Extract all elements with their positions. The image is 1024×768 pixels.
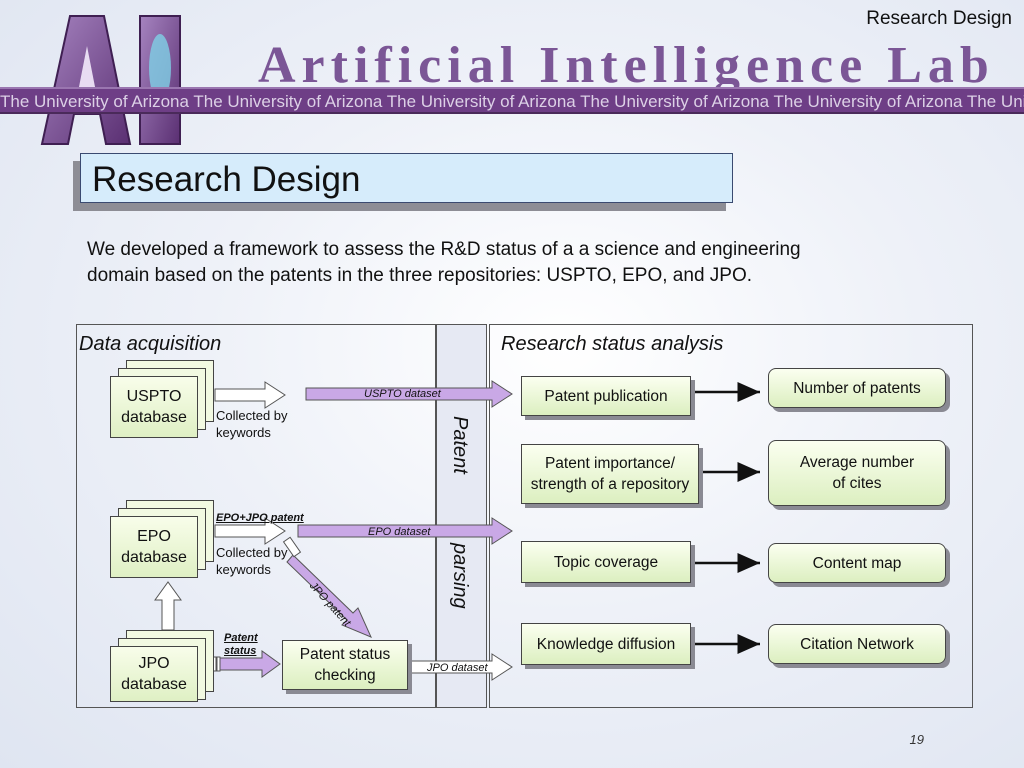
epo-dataset-arrow bbox=[297, 517, 513, 545]
uspto-collect-arrow bbox=[214, 381, 286, 409]
epo-jpo-patent-label: EPO+JPO patent bbox=[216, 512, 304, 524]
jpo-db-line-1: JPO bbox=[138, 655, 170, 672]
data-acquisition-panel bbox=[76, 324, 436, 708]
intro-line-1: We developed a framework to assess the R… bbox=[87, 239, 801, 260]
lab-title: Artificial Intelligence Lab bbox=[258, 37, 995, 94]
analysis-right-3: Content map bbox=[812, 554, 902, 572]
patent-status-line-2: status bbox=[224, 645, 257, 657]
status-check-line-2: checking bbox=[314, 667, 376, 684]
analysis-left-4: Knowledge diffusion bbox=[536, 635, 676, 653]
research-analysis-header: Research status analysis bbox=[501, 333, 724, 355]
analysis-left-2b: strength of a repository bbox=[530, 476, 690, 493]
analysis-left-3: Topic coverage bbox=[553, 553, 659, 571]
university-band: The University of Arizona The University… bbox=[0, 87, 1024, 114]
knowledge-diffusion-box: Knowledge diffusion bbox=[521, 623, 691, 665]
title-box bbox=[80, 153, 733, 203]
average-cites-box: Average number of cites bbox=[768, 440, 946, 506]
data-acquisition-header: Data acquisition bbox=[79, 333, 222, 355]
patent-status-checking: Patent status checking bbox=[282, 640, 408, 690]
analysis-right-1: Number of patents bbox=[793, 379, 921, 397]
epo-db-line-2: database bbox=[121, 549, 187, 566]
epo-dataset-label: EPO dataset bbox=[368, 526, 431, 538]
collected1-line-1: Collected by bbox=[216, 408, 288, 423]
jpo-database: JPO database bbox=[110, 646, 198, 702]
content-map-box: Content map bbox=[768, 543, 946, 583]
patent-status-line-1: Patent bbox=[224, 632, 258, 644]
analysis-left-2a: Patent importance/ bbox=[544, 455, 676, 472]
jpo-dataset-label: JPO dataset bbox=[427, 662, 488, 674]
citation-network-box: Citation Network bbox=[768, 624, 946, 664]
uspto-dataset-arrow bbox=[305, 380, 513, 408]
collected-by-keywords-2: Collected by keywords bbox=[216, 544, 288, 578]
jpo-db-line-2: database bbox=[121, 676, 187, 693]
parse-word-parsing: parsing bbox=[449, 543, 471, 609]
epo-db-line-1: EPO bbox=[137, 528, 171, 545]
analysis-left-1: Patent publication bbox=[544, 387, 668, 405]
intro-paragraph: We developed a framework to assess the R… bbox=[87, 237, 967, 289]
collected2-line-2: keywords bbox=[216, 562, 271, 577]
patent-status-label: Patent status bbox=[224, 632, 258, 658]
jpo-dataset-arrow bbox=[407, 653, 513, 681]
jpo-patent-arrow bbox=[286, 554, 372, 638]
uspto-database: USPTO database bbox=[110, 376, 198, 438]
intro-line-2: domain based on the patents in the three… bbox=[87, 265, 753, 286]
collected1-line-2: keywords bbox=[216, 425, 271, 440]
epo-collect-arrow bbox=[214, 517, 286, 545]
patent-importance-box: Patent importance/strength of a reposito… bbox=[521, 444, 699, 504]
page-number: 19 bbox=[909, 732, 924, 747]
uspto-db-line-1: USPTO bbox=[126, 388, 182, 405]
uspto-db-line-2: database bbox=[121, 409, 187, 426]
status-arrow bbox=[214, 650, 281, 678]
collected-by-keywords-1: Collected by keywords bbox=[216, 407, 288, 441]
parse-word-patent: Patent bbox=[449, 416, 471, 474]
section-title: Research Design bbox=[92, 160, 361, 199]
jpo-to-epo-arrow bbox=[154, 581, 182, 631]
analysis-right-2b: of cites bbox=[832, 475, 882, 492]
collected2-line-1: Collected by bbox=[216, 545, 288, 560]
patent-publication-box: Patent publication bbox=[521, 376, 691, 416]
epo-database: EPO database bbox=[110, 516, 198, 578]
analysis-right-2a: Average number bbox=[799, 454, 915, 471]
topic-coverage-box: Topic coverage bbox=[521, 541, 691, 583]
number-of-patents-box: Number of patents bbox=[768, 368, 946, 408]
uspto-dataset-label: USPTO dataset bbox=[364, 388, 441, 400]
status-check-line-1: Patent status bbox=[299, 646, 391, 663]
band-text: The University of Arizona The University… bbox=[0, 92, 1024, 111]
corner-title: Research Design bbox=[866, 8, 1012, 29]
analysis-right-4: Citation Network bbox=[800, 635, 914, 653]
research-analysis-panel bbox=[489, 324, 973, 708]
